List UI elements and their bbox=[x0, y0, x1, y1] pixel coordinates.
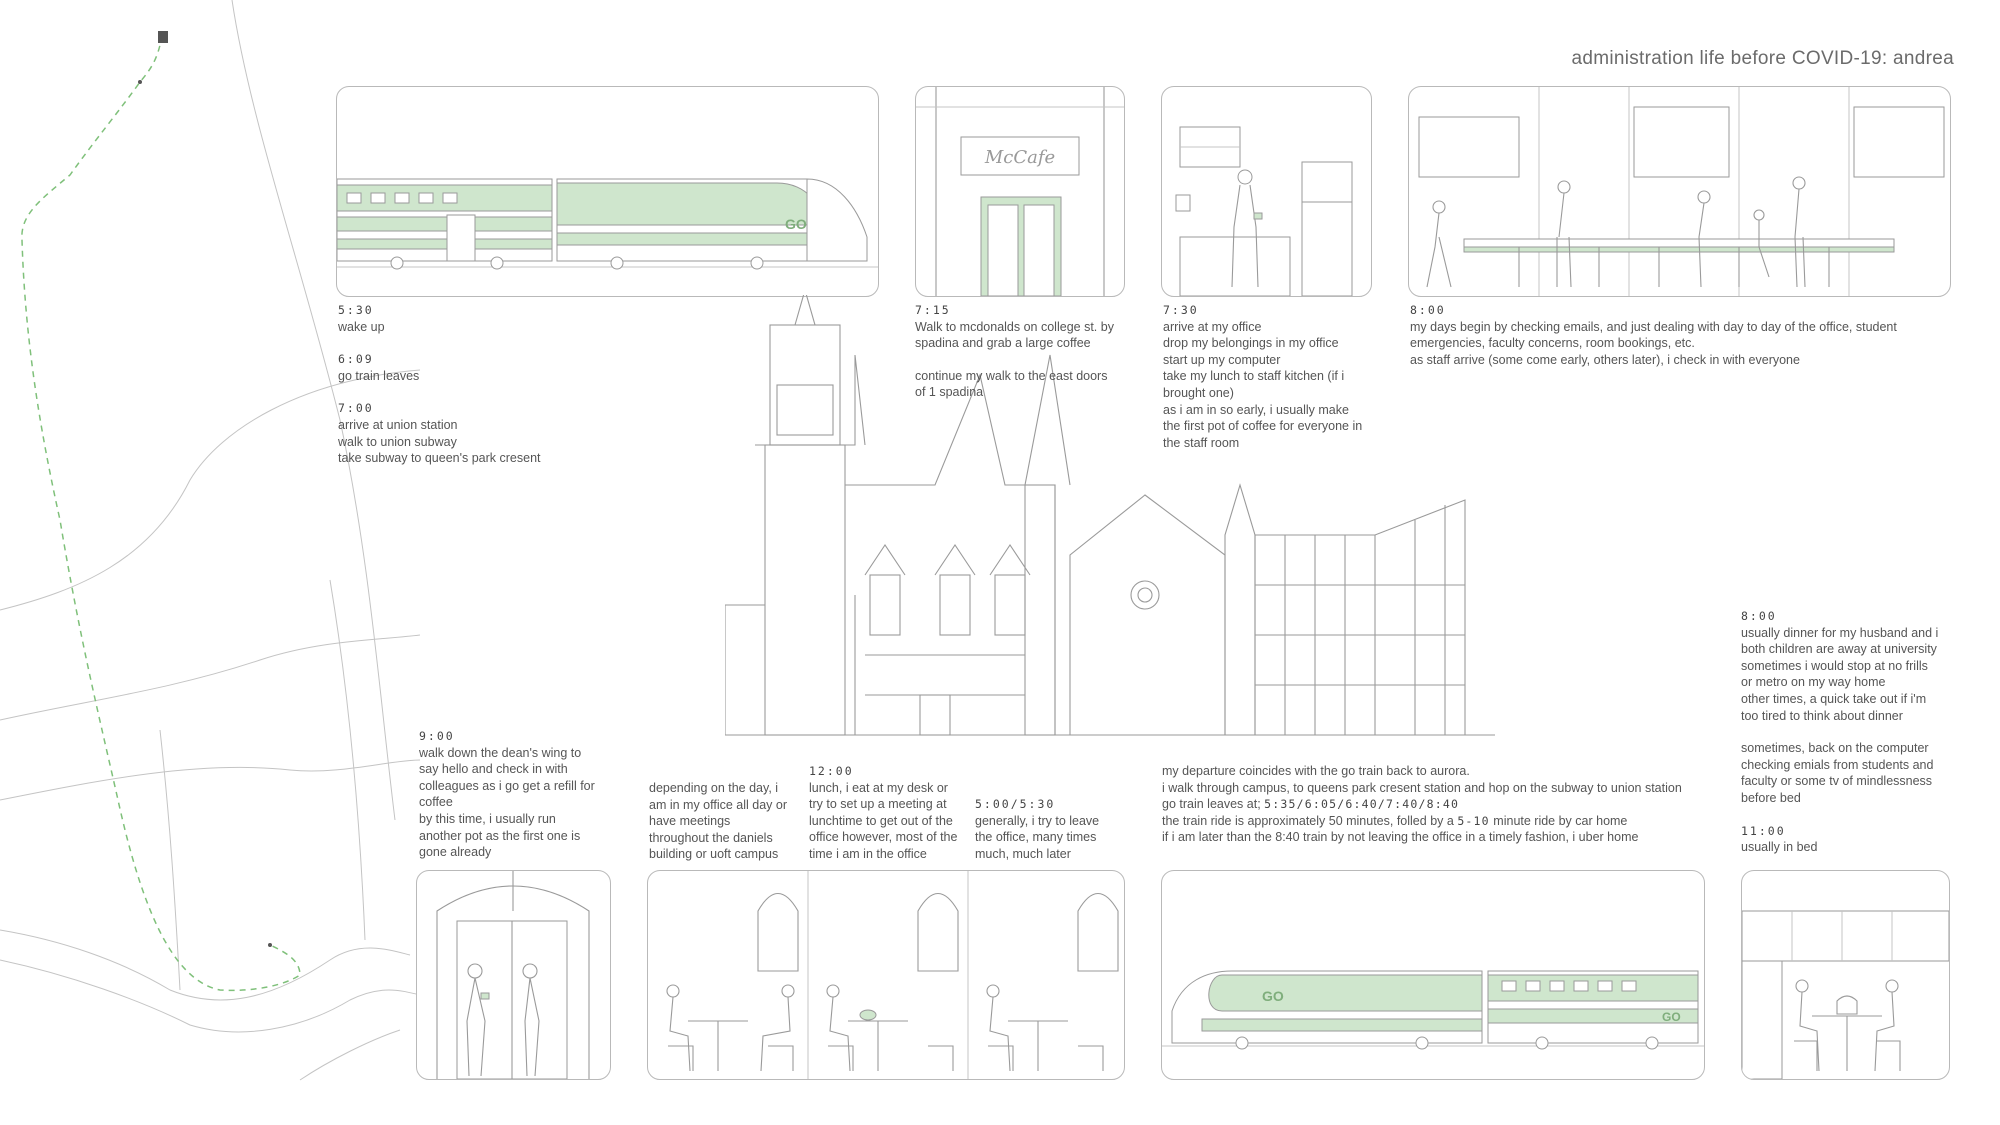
mccafe-storefront-icon: McCafe bbox=[916, 87, 1124, 296]
morning-commute-text: 5:30 wake up 6:09 go train leaves 7:00 a… bbox=[338, 302, 638, 467]
lunch-text: 12:00 lunch, i eat at my desk or try to … bbox=[809, 764, 958, 861]
route-map-icon bbox=[0, 0, 420, 1081]
svg-text:GO: GO bbox=[1662, 1010, 1681, 1024]
coffee-walk-text: 7:15 Walk to mcdonalds on college st. by… bbox=[915, 303, 1114, 400]
go-train-panel: GO bbox=[336, 86, 879, 297]
go-train-icon: GO bbox=[337, 178, 878, 270]
doorway-icon bbox=[436, 871, 590, 1079]
office-arrival-text: 7:30 arrive at my office drop my belongi… bbox=[1163, 303, 1363, 450]
leave-office-text: 5:00/5:30 generally, i try to leave the … bbox=[975, 797, 1100, 861]
go-train-return-panel: GO GO bbox=[1161, 870, 1705, 1080]
departure-text: my departure coincides with the go train… bbox=[1162, 764, 1682, 845]
open-office-panel bbox=[1408, 86, 1951, 297]
evening-text: 8:00 usually dinner for my husband and i… bbox=[1741, 609, 1939, 855]
mccafe-sign: McCafe bbox=[984, 147, 1055, 168]
svg-text:GO: GO bbox=[785, 216, 807, 232]
open-office-icon bbox=[1418, 87, 1945, 296]
office-desks-icon bbox=[666, 871, 1119, 1079]
go-train-icon-return: GO GO bbox=[1162, 970, 1704, 1050]
deans-wing-text: 9:00 walk down the dean's wing to say he… bbox=[419, 729, 595, 860]
mccafe-panel: McCafe bbox=[915, 86, 1125, 297]
time-5-30: 5:30 bbox=[338, 303, 374, 317]
dinner-table-icon bbox=[1742, 910, 1949, 1079]
campus-buildings-icon bbox=[725, 295, 1495, 736]
svg-text:GO: GO bbox=[1262, 988, 1284, 1004]
meetings-text: depending on the day, i am in my office … bbox=[649, 781, 788, 862]
office-desks-panel bbox=[647, 870, 1125, 1080]
train-times: 5:35/6:05/6:40/7:40/8:40 bbox=[1264, 797, 1460, 812]
staff-kitchen-icon bbox=[1175, 126, 1353, 296]
dinner-panel bbox=[1741, 870, 1950, 1080]
daily-tasks-text: 8:00 my days begin by checking emails, a… bbox=[1410, 303, 1897, 367]
staff-kitchen-panel bbox=[1161, 86, 1372, 297]
page-title: administration life before COVID-19: and… bbox=[1571, 48, 1954, 69]
deans-wing-panel bbox=[416, 870, 611, 1080]
